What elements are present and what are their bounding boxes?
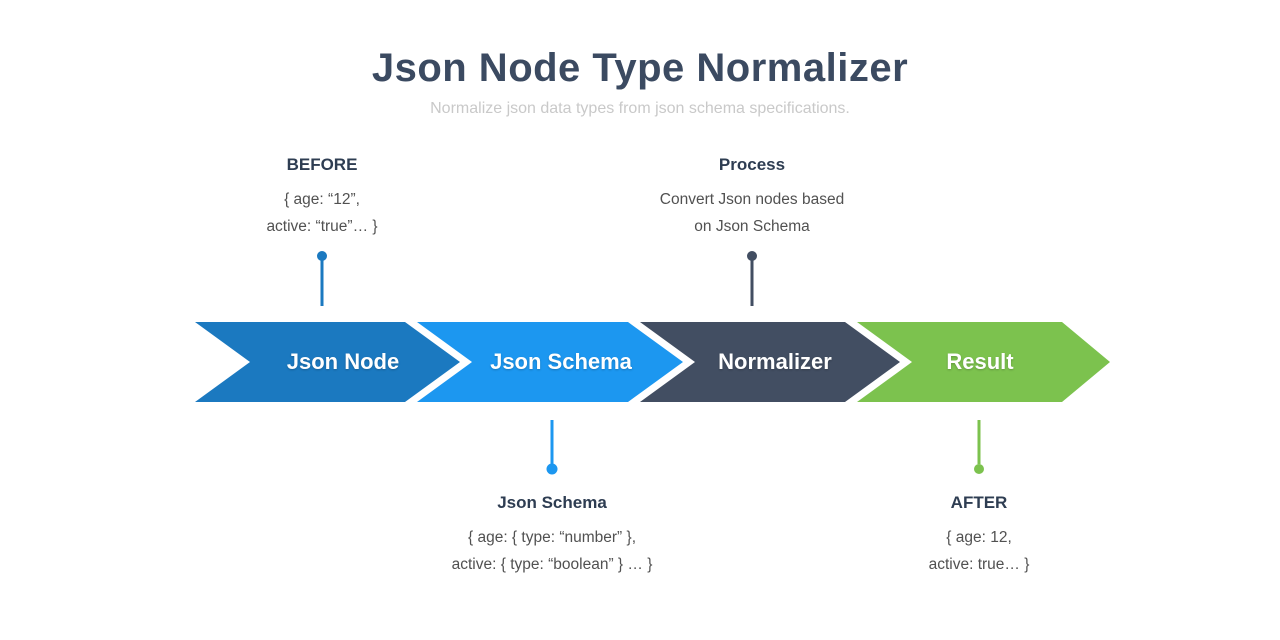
annotation-schema-line: active: { type: “boolean” } … } (451, 556, 653, 573)
step-arrow-normalizer (640, 322, 900, 402)
connector-after-dot (974, 464, 984, 474)
connector-after (974, 420, 984, 474)
connector-schema (546, 420, 558, 475)
step-label-json-node: Json Node (286, 349, 400, 374)
annotation-before-line: { age: “12”, (284, 191, 360, 208)
annotation-after-line: { age: 12, (946, 529, 1012, 546)
page-subtitle: Normalize json data types from json sche… (430, 100, 850, 117)
connector-process-dot (747, 251, 757, 261)
annotation-after-title: AFTER (950, 493, 1008, 512)
header: Json Node Type Normalizer Normalize json… (0, 46, 1280, 118)
annotation-after: AFTER { age: 12, active: true… } (929, 493, 1030, 578)
annotation-process-line: Convert Json nodes based (659, 191, 845, 208)
step-arrow-json-schema (417, 322, 683, 402)
connector-before-dot (317, 251, 327, 261)
annotation-before: BEFORE { age: “12”, active: “true”… } (266, 155, 377, 240)
annotation-after-line: active: true… } (928, 556, 1030, 573)
annotation-before-line: active: “true”… } (266, 218, 378, 235)
step-label-normalizer: Normalizer (718, 349, 832, 374)
annotation-before-title: BEFORE (286, 155, 358, 174)
annotation-schema-title: Json Schema (497, 493, 607, 512)
page-title: Json Node Type Normalizer (371, 46, 909, 90)
annotation-process-title: Process (718, 155, 786, 174)
connector-process (747, 251, 757, 306)
connector-schema-dot (546, 463, 558, 475)
annotation-process-line: on Json Schema (694, 218, 810, 235)
connector-before (317, 251, 327, 306)
step-arrow-json-node (195, 322, 460, 402)
step-arrow-result (857, 322, 1110, 402)
annotation-process: Process Convert Json nodes based on Json… (660, 155, 844, 240)
step-label-json-schema: Json Schema (490, 349, 632, 374)
annotation-schema: Json Schema { age: { type: “number” }, a… (452, 493, 653, 578)
step-label-result: Result (946, 349, 1014, 374)
annotation-schema-line: { age: { type: “number” }, (467, 529, 637, 546)
